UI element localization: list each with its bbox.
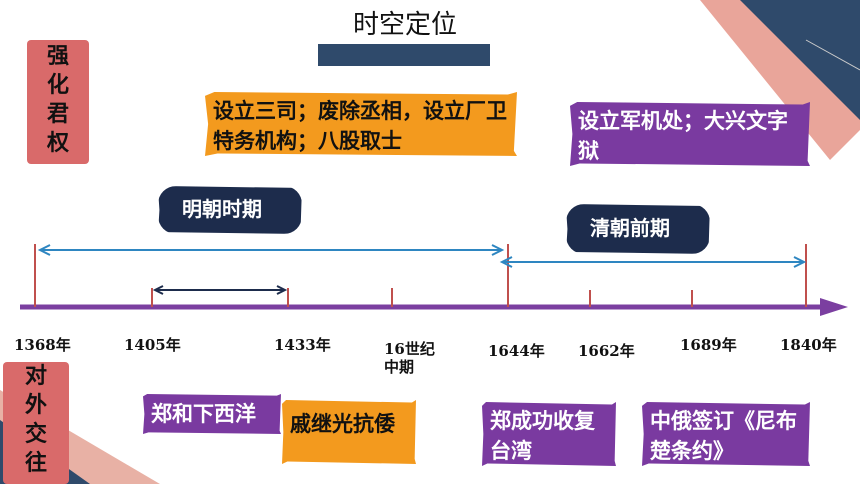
- year-label-1368: 1368年: [14, 336, 71, 354]
- side-tag-char: 外: [24, 392, 47, 418]
- side-tag-char: 君: [46, 101, 69, 127]
- year-label-1840: 1840年: [780, 336, 837, 354]
- top-right-navy-shape: [740, 0, 860, 120]
- side-tag-char: 交: [24, 421, 47, 447]
- side-tag-char: 权: [46, 130, 69, 156]
- title-underline-bar: [318, 44, 490, 66]
- year-label-16th-century: 16世纪中期: [384, 340, 435, 376]
- page-title: 时空定位: [352, 10, 457, 40]
- year-label-1433: 1433年: [274, 336, 331, 354]
- year-label-1662: 1662年: [578, 342, 635, 360]
- side-tag-char: 强: [46, 43, 69, 69]
- qing-period-label: 清朝前期: [566, 204, 710, 254]
- side-tag-foreign-relations: 对 外 交 往: [3, 362, 69, 484]
- ming-period-label: 明朝时期: [158, 186, 302, 234]
- zheng-he-box: 郑和下西洋: [143, 394, 281, 434]
- side-tag-char: 化: [46, 72, 69, 98]
- corner-stripe: [805, 39, 860, 71]
- ming-arrow-left: [37, 244, 51, 256]
- timeline-arrowhead: [820, 298, 848, 316]
- ming-arrow-right: [491, 244, 505, 256]
- side-tag-char: 对: [24, 363, 47, 389]
- ming-policy-box: 设立三司；废除丞相，设立厂卫特务机构；八股取士: [205, 92, 517, 156]
- voyage-arrow-left: [152, 285, 164, 295]
- nerchinsk-treaty-box: 中俄签订《尼布楚条约》: [642, 402, 810, 466]
- year-label-1689: 1689年: [680, 336, 737, 354]
- zheng-chenggong-box: 郑成功收复台湾: [482, 402, 616, 466]
- voyage-arrow-right: [276, 285, 288, 295]
- qi-jiguang-box: 戚继光抗倭: [282, 400, 416, 464]
- side-tag-strengthen-power: 强 化 君 权: [27, 40, 89, 164]
- side-tag-char: 往: [24, 450, 47, 476]
- qing-policy-box: 设立军机处；大兴文字狱: [570, 102, 810, 166]
- qing-arrow-right: [793, 256, 807, 268]
- year-label-1405: 1405年: [124, 336, 181, 354]
- year-label-1644: 1644年: [488, 342, 545, 360]
- qing-arrow-left: [499, 256, 513, 268]
